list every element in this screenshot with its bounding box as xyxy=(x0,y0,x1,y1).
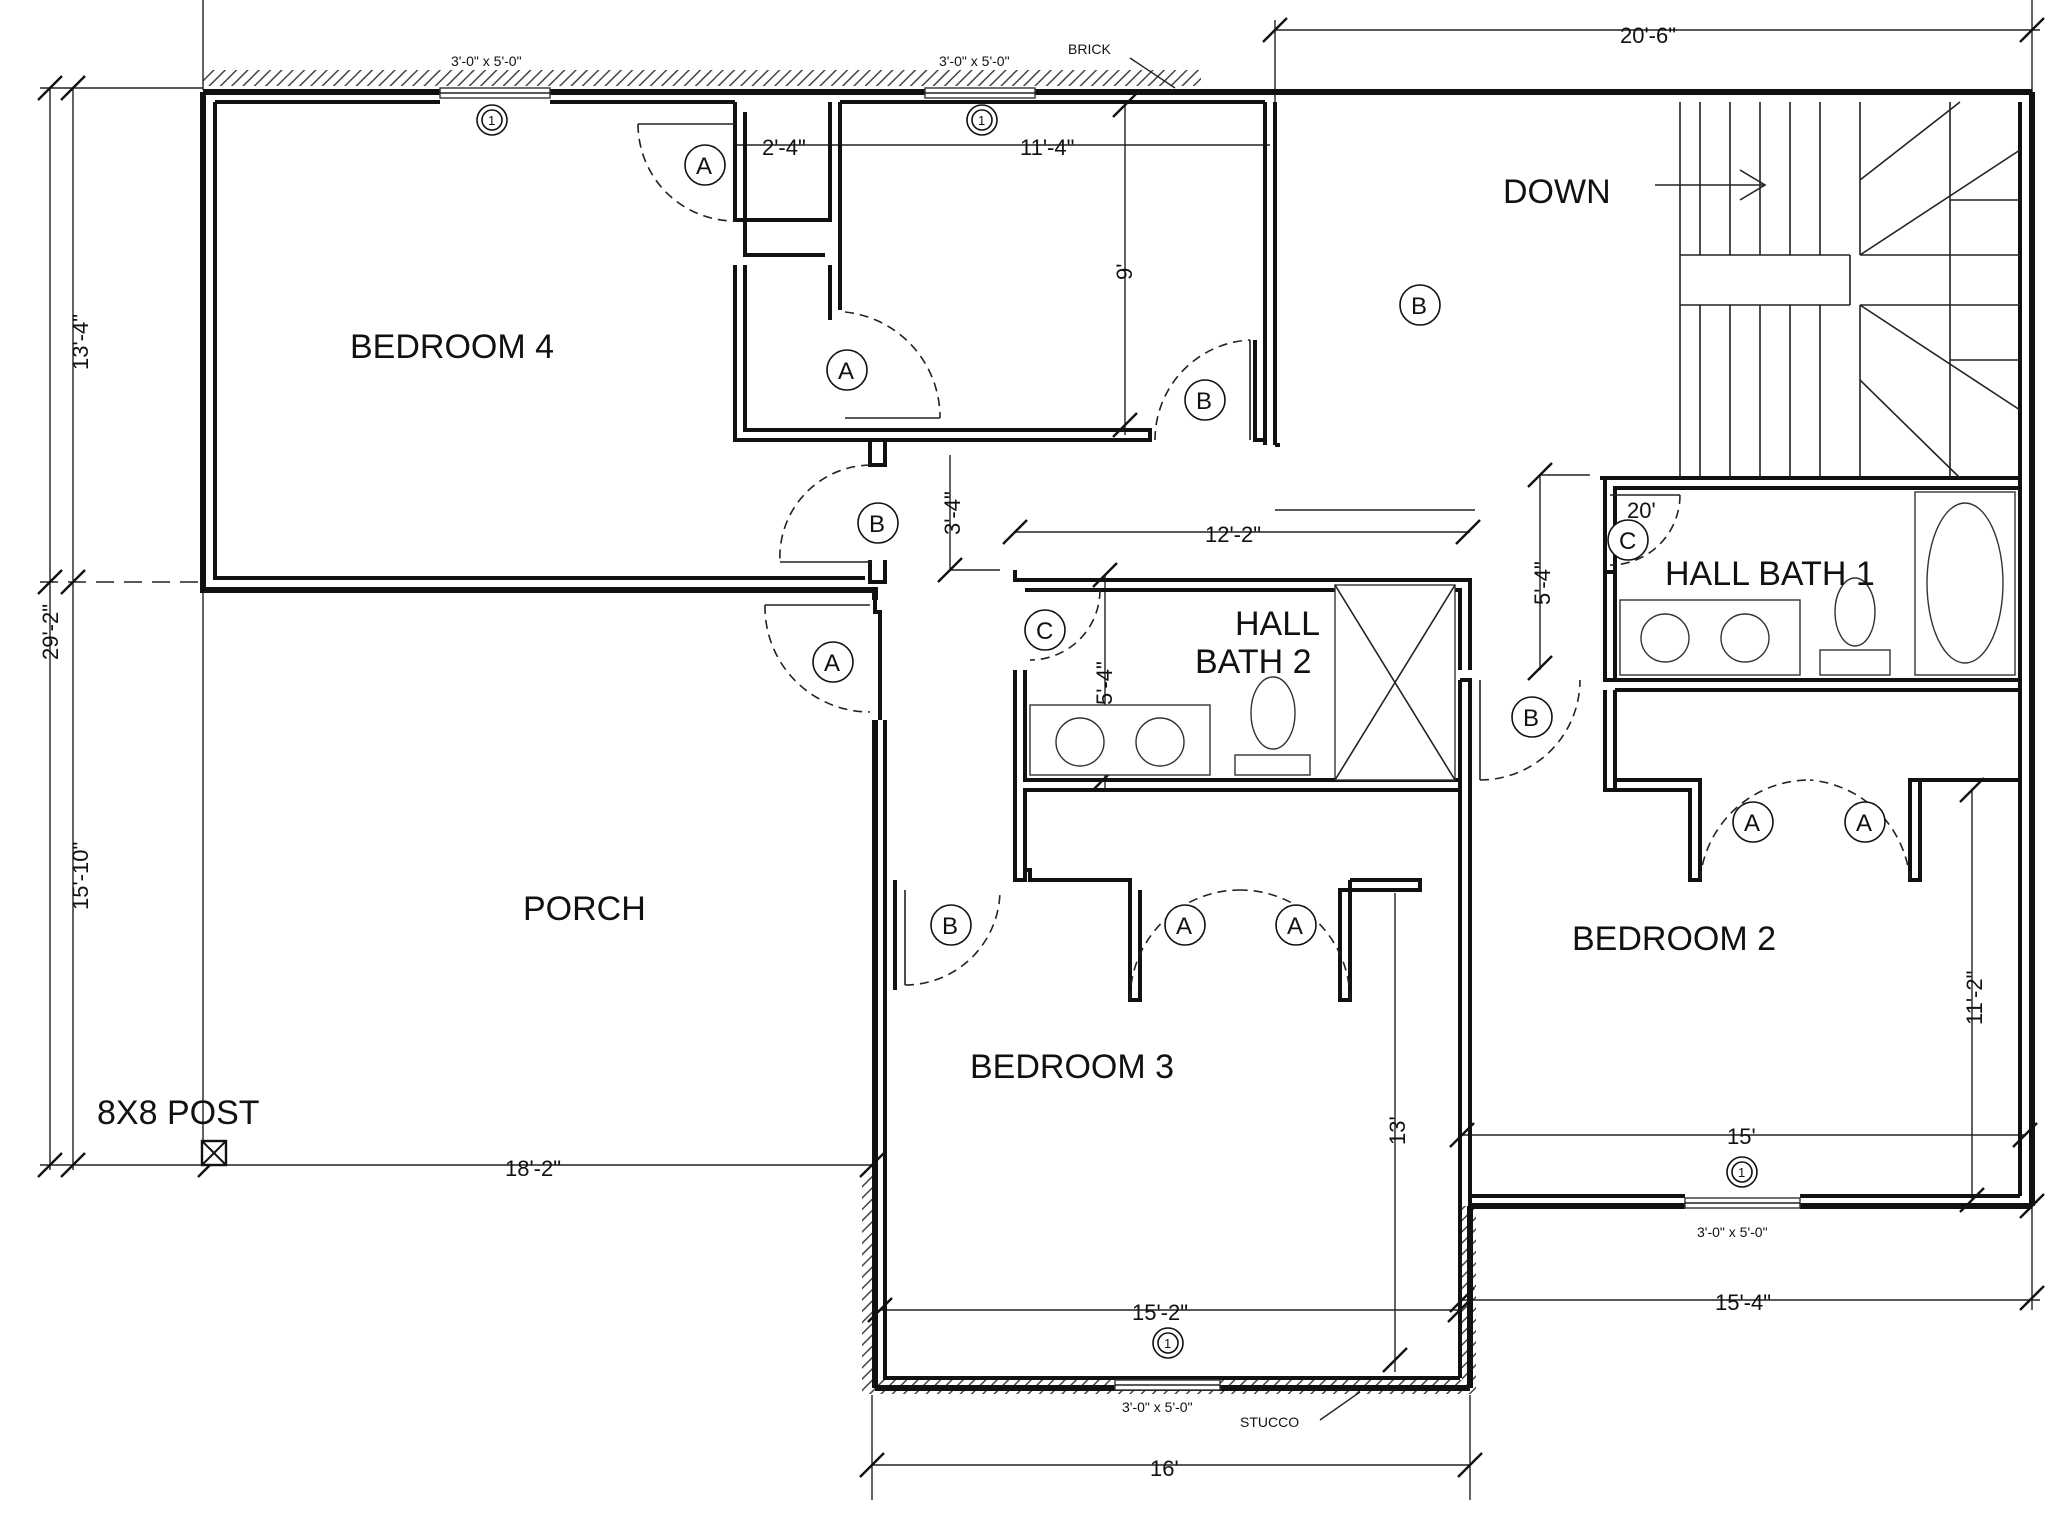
svg-text:B: B xyxy=(1196,388,1212,415)
stair-direction-label: DOWN xyxy=(1503,173,1611,211)
room-label-bedroom-3: BEDROOM 3 xyxy=(970,1048,1174,1086)
room-label-hall-bath-2-line1: HALL xyxy=(1235,605,1320,643)
dim-bath1-width: 20' xyxy=(1627,498,1656,523)
dim-left-upper: 13'-4" xyxy=(68,314,93,370)
dim-hall-gap: 3'-4" xyxy=(940,491,965,535)
door-tag-a: A xyxy=(1844,801,1886,843)
door-tag-b: B xyxy=(930,904,972,946)
door-tag-a: A xyxy=(1732,801,1774,843)
dim-bed3-width: 15'-2" xyxy=(1132,1300,1188,1325)
dim-closet-width: 2'-4" xyxy=(762,135,806,160)
dim-bath1-depth: 5'-4" xyxy=(1530,561,1555,605)
door-tag-a: A xyxy=(1275,904,1317,946)
room-label-hall-bath-2-line2: BATH 2 xyxy=(1195,643,1312,681)
dim-bed2-width: 15' xyxy=(1727,1124,1756,1149)
room-label-porch: PORCH xyxy=(523,890,646,928)
svg-text:A: A xyxy=(838,358,854,385)
door-tag-a: A xyxy=(812,641,854,683)
stucco-label: STUCCO xyxy=(1240,1414,1299,1430)
svg-text:B: B xyxy=(1523,705,1539,732)
svg-text:1: 1 xyxy=(1164,1336,1171,1351)
windows xyxy=(439,87,1801,1391)
svg-text:B: B xyxy=(1411,293,1427,320)
door-tag-a: A xyxy=(826,349,868,391)
svg-text:A: A xyxy=(1856,810,1872,837)
svg-text:C: C xyxy=(1036,618,1053,645)
dim-left-lower: 15'-10" xyxy=(68,842,93,910)
dim-overall-top-right: 20'-6" xyxy=(1620,23,1676,48)
svg-text:B: B xyxy=(869,511,885,538)
window-tag-4: 1 xyxy=(1152,1327,1184,1359)
svg-text:1: 1 xyxy=(978,113,985,128)
dim-left-total: 29'-2" xyxy=(38,604,63,660)
bath1-fixtures xyxy=(1619,491,2016,676)
door-tag-b: B xyxy=(1511,696,1553,738)
post-symbol xyxy=(200,1139,228,1167)
door-tag-c: C xyxy=(1607,519,1649,561)
room-label-bedroom-4: BEDROOM 4 xyxy=(350,328,554,366)
door-tag-a: A xyxy=(1164,904,1206,946)
svg-text:A: A xyxy=(824,650,840,677)
bath2-fixtures xyxy=(1029,584,1456,781)
dim-bed2-depth: 11'-2" xyxy=(1962,971,1987,1025)
window-size-label-3: 3'-0" x 5'-0" xyxy=(1697,1224,1768,1240)
door-tag-b: B xyxy=(857,502,899,544)
window-tag-3: 1 xyxy=(1726,1156,1758,1188)
door-tag-c: C xyxy=(1024,609,1066,651)
svg-text:A: A xyxy=(1744,810,1760,837)
stairs xyxy=(1655,101,2021,479)
door-tag-b: B xyxy=(1399,284,1441,326)
post-label: 8X8 POST xyxy=(97,1094,260,1132)
svg-text:1: 1 xyxy=(488,113,495,128)
window-tag-2: 1 xyxy=(966,104,998,136)
dim-porch-width: 18'-2" xyxy=(505,1156,561,1181)
svg-text:A: A xyxy=(696,153,712,180)
window-tag-1: 1 xyxy=(476,104,508,136)
svg-text:C: C xyxy=(1619,528,1636,555)
dim-bottom-total: 16' xyxy=(1150,1456,1179,1481)
dim-room-depth: 9' xyxy=(1112,264,1137,280)
svg-text:A: A xyxy=(1287,913,1303,940)
door-tag-a: A xyxy=(684,144,726,186)
window-size-label-4: 3'-0" x 5'-0" xyxy=(1122,1399,1193,1415)
window-size-label-1: 3'-0" x 5'-0" xyxy=(451,53,522,69)
room-label-hall-bath-1: HALL BATH 1 xyxy=(1665,555,1875,593)
svg-text:1: 1 xyxy=(1738,1165,1745,1180)
brick-band xyxy=(203,70,1201,86)
dim-bath2-depth: 5'-4" xyxy=(1092,661,1117,705)
door-tag-b: B xyxy=(1184,379,1226,421)
dim-room-width: 11'-4" xyxy=(1020,135,1074,160)
svg-text:B: B xyxy=(942,913,958,940)
dim-right-lower: 15'-4" xyxy=(1715,1290,1771,1315)
dimension-lines xyxy=(37,0,2045,1500)
svg-text:A: A xyxy=(1176,913,1192,940)
dim-bed3-depth: 13' xyxy=(1385,1116,1410,1145)
stucco-band-left xyxy=(862,1166,874,1391)
dim-bath2-width: 12'-2" xyxy=(1205,522,1261,547)
window-size-label-2: 3'-0" x 5'-0" xyxy=(939,53,1010,69)
brick-label: BRICK xyxy=(1068,41,1111,57)
room-label-bedroom-2: BEDROOM 2 xyxy=(1572,920,1776,958)
